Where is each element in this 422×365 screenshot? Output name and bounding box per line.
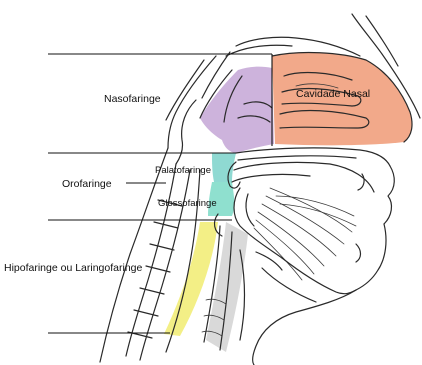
label-palatofaringe: Palatofaringe [155, 165, 211, 176]
label-orofaringe: Orofaringe [62, 178, 112, 190]
hipofaringe-region [164, 222, 218, 336]
label-nasofaringe: Nasofaringe [104, 93, 161, 105]
label-glossofaringe: Glossofaringe [158, 198, 217, 209]
nasofaringe-region [200, 67, 274, 153]
label-hipofaringe: Hipofaringe ou Laringofaringe [4, 262, 143, 274]
label-cavidade-nasal: Cavidade Nasal [296, 88, 370, 100]
oral-structures [228, 148, 394, 302]
palatofaringe-region [212, 153, 236, 182]
